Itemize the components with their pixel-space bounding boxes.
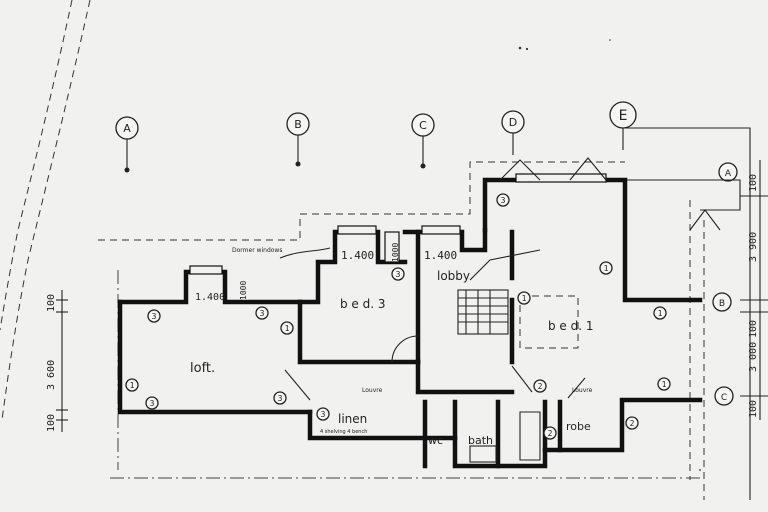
detail-num: 1 (130, 381, 135, 390)
grid-row-A-bubble (718, 162, 738, 182)
detail-num: 3 (260, 309, 265, 318)
door-swings (284, 335, 586, 463)
stair (457, 249, 541, 335)
room-label-bed3: b e d. 3 (340, 297, 386, 311)
detail-num: 3 (396, 270, 401, 279)
room-label-robe: robe (566, 420, 591, 433)
grid-row-label: C (721, 393, 727, 403)
room-label-linen: linen (338, 412, 367, 426)
dormer-leader (279, 247, 331, 259)
walls (117, 177, 703, 469)
dim-right-4: 3 000 (748, 342, 759, 372)
note-shelving: 4 shelving 4 bench (320, 429, 367, 435)
dim-right-1: 100 (748, 174, 759, 192)
dimension-lines-right (740, 160, 768, 420)
note-dormer: Dormer windows (232, 247, 282, 254)
grid-col-A (115, 116, 139, 173)
grid-col-B (286, 112, 310, 167)
dim-left-mid: 3 600 (46, 360, 57, 390)
grid-col-label: C (419, 119, 427, 132)
window-size-loft: 1.400 (195, 292, 225, 303)
window-height-2: 1000 (239, 281, 248, 300)
grid-col-label: B (294, 118, 302, 131)
detail-num: 3 (150, 399, 155, 408)
detail-num: 1 (658, 309, 663, 318)
dim-right-3: 100 (748, 320, 759, 338)
detail-num: 1 (522, 294, 527, 303)
note-louvre-2: Louvre (572, 387, 593, 394)
boundary-lines (0, 0, 91, 421)
window-height-1: 1000 (391, 243, 400, 262)
detail-num: 1 (604, 264, 609, 273)
grid-col-E (609, 101, 637, 150)
detail-num: 2 (630, 419, 635, 428)
room-label-wc: wc (428, 434, 443, 447)
grid-row-C-bubble (714, 386, 734, 406)
dim-left-top: 100 (46, 294, 57, 312)
bed1-robe-outline (519, 295, 579, 349)
grid-row-label: B (719, 299, 725, 309)
detail-numbers: 3 3 1 3 3 1 1 1 3 3 3 2 2 2 1 1 (130, 196, 667, 438)
grid-col-label: E (619, 108, 628, 124)
grid-col-C (411, 113, 435, 169)
grid-col-label: D (509, 116, 517, 129)
detail-num: 2 (548, 429, 553, 438)
dim-right-2: 3 900 (748, 232, 759, 262)
room-label-lobby: lobby (437, 269, 470, 283)
grid-col-label: A (123, 122, 131, 135)
detail-markers (125, 193, 671, 440)
window-size-lobby: 1.400 (424, 249, 457, 262)
paper-specks (518, 39, 701, 471)
window-size-bed3: 1.400 (341, 249, 374, 262)
grid-col-D (501, 110, 525, 155)
detail-num: 2 (538, 382, 543, 391)
detail-num: 3 (501, 196, 506, 205)
room-label-loft: loft. (190, 361, 215, 376)
dim-left-bottom: 100 (46, 414, 57, 432)
detail-num: 1 (285, 324, 290, 333)
window-marks (189, 173, 607, 275)
dimension-lines-left (56, 290, 68, 432)
detail-num: 3 (278, 394, 283, 403)
roof-ridges (499, 157, 721, 231)
grid-row-label: A (725, 169, 732, 179)
grid-row-B-bubble (712, 292, 732, 312)
dim-right-5: 100 (748, 400, 759, 418)
detail-num: 1 (662, 380, 667, 389)
room-label-bed1: b e d. 1 (548, 319, 594, 333)
detail-num: 3 (321, 410, 326, 419)
detail-num: 3 (152, 312, 157, 321)
note-louvre-1: Louvre (362, 387, 383, 394)
room-label-bath: bath (468, 434, 493, 447)
